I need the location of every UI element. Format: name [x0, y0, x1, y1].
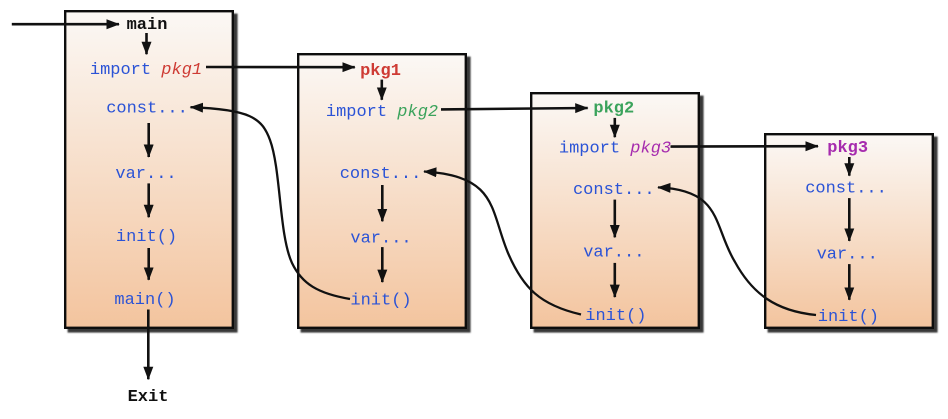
svg-text:init(): init()	[818, 308, 879, 327]
svg-text:Exit: Exit	[128, 388, 169, 407]
svg-text:pkg3: pkg3	[827, 139, 868, 158]
svg-text:pkg2: pkg2	[593, 100, 634, 119]
svg-text:import pkg1: import pkg1	[90, 61, 202, 80]
svg-text:init(): init()	[585, 307, 646, 326]
svg-text:var...: var...	[350, 229, 411, 248]
svg-text:init(): init()	[116, 228, 177, 247]
svg-text:main(): main()	[114, 291, 175, 310]
svg-text:const...: const...	[340, 165, 422, 184]
svg-text:var...: var...	[583, 244, 644, 263]
svg-text:const...: const...	[573, 181, 655, 200]
svg-text:init(): init()	[350, 292, 411, 311]
svg-text:const...: const...	[805, 180, 887, 199]
svg-text:var...: var...	[817, 245, 878, 264]
svg-text:pkg1: pkg1	[360, 62, 401, 81]
svg-text:import pkg3: import pkg3	[559, 139, 671, 158]
svg-text:import pkg2: import pkg2	[326, 103, 438, 122]
svg-text:main: main	[127, 16, 168, 35]
svg-text:const...: const...	[106, 100, 188, 119]
svg-text:var...: var...	[115, 165, 176, 184]
